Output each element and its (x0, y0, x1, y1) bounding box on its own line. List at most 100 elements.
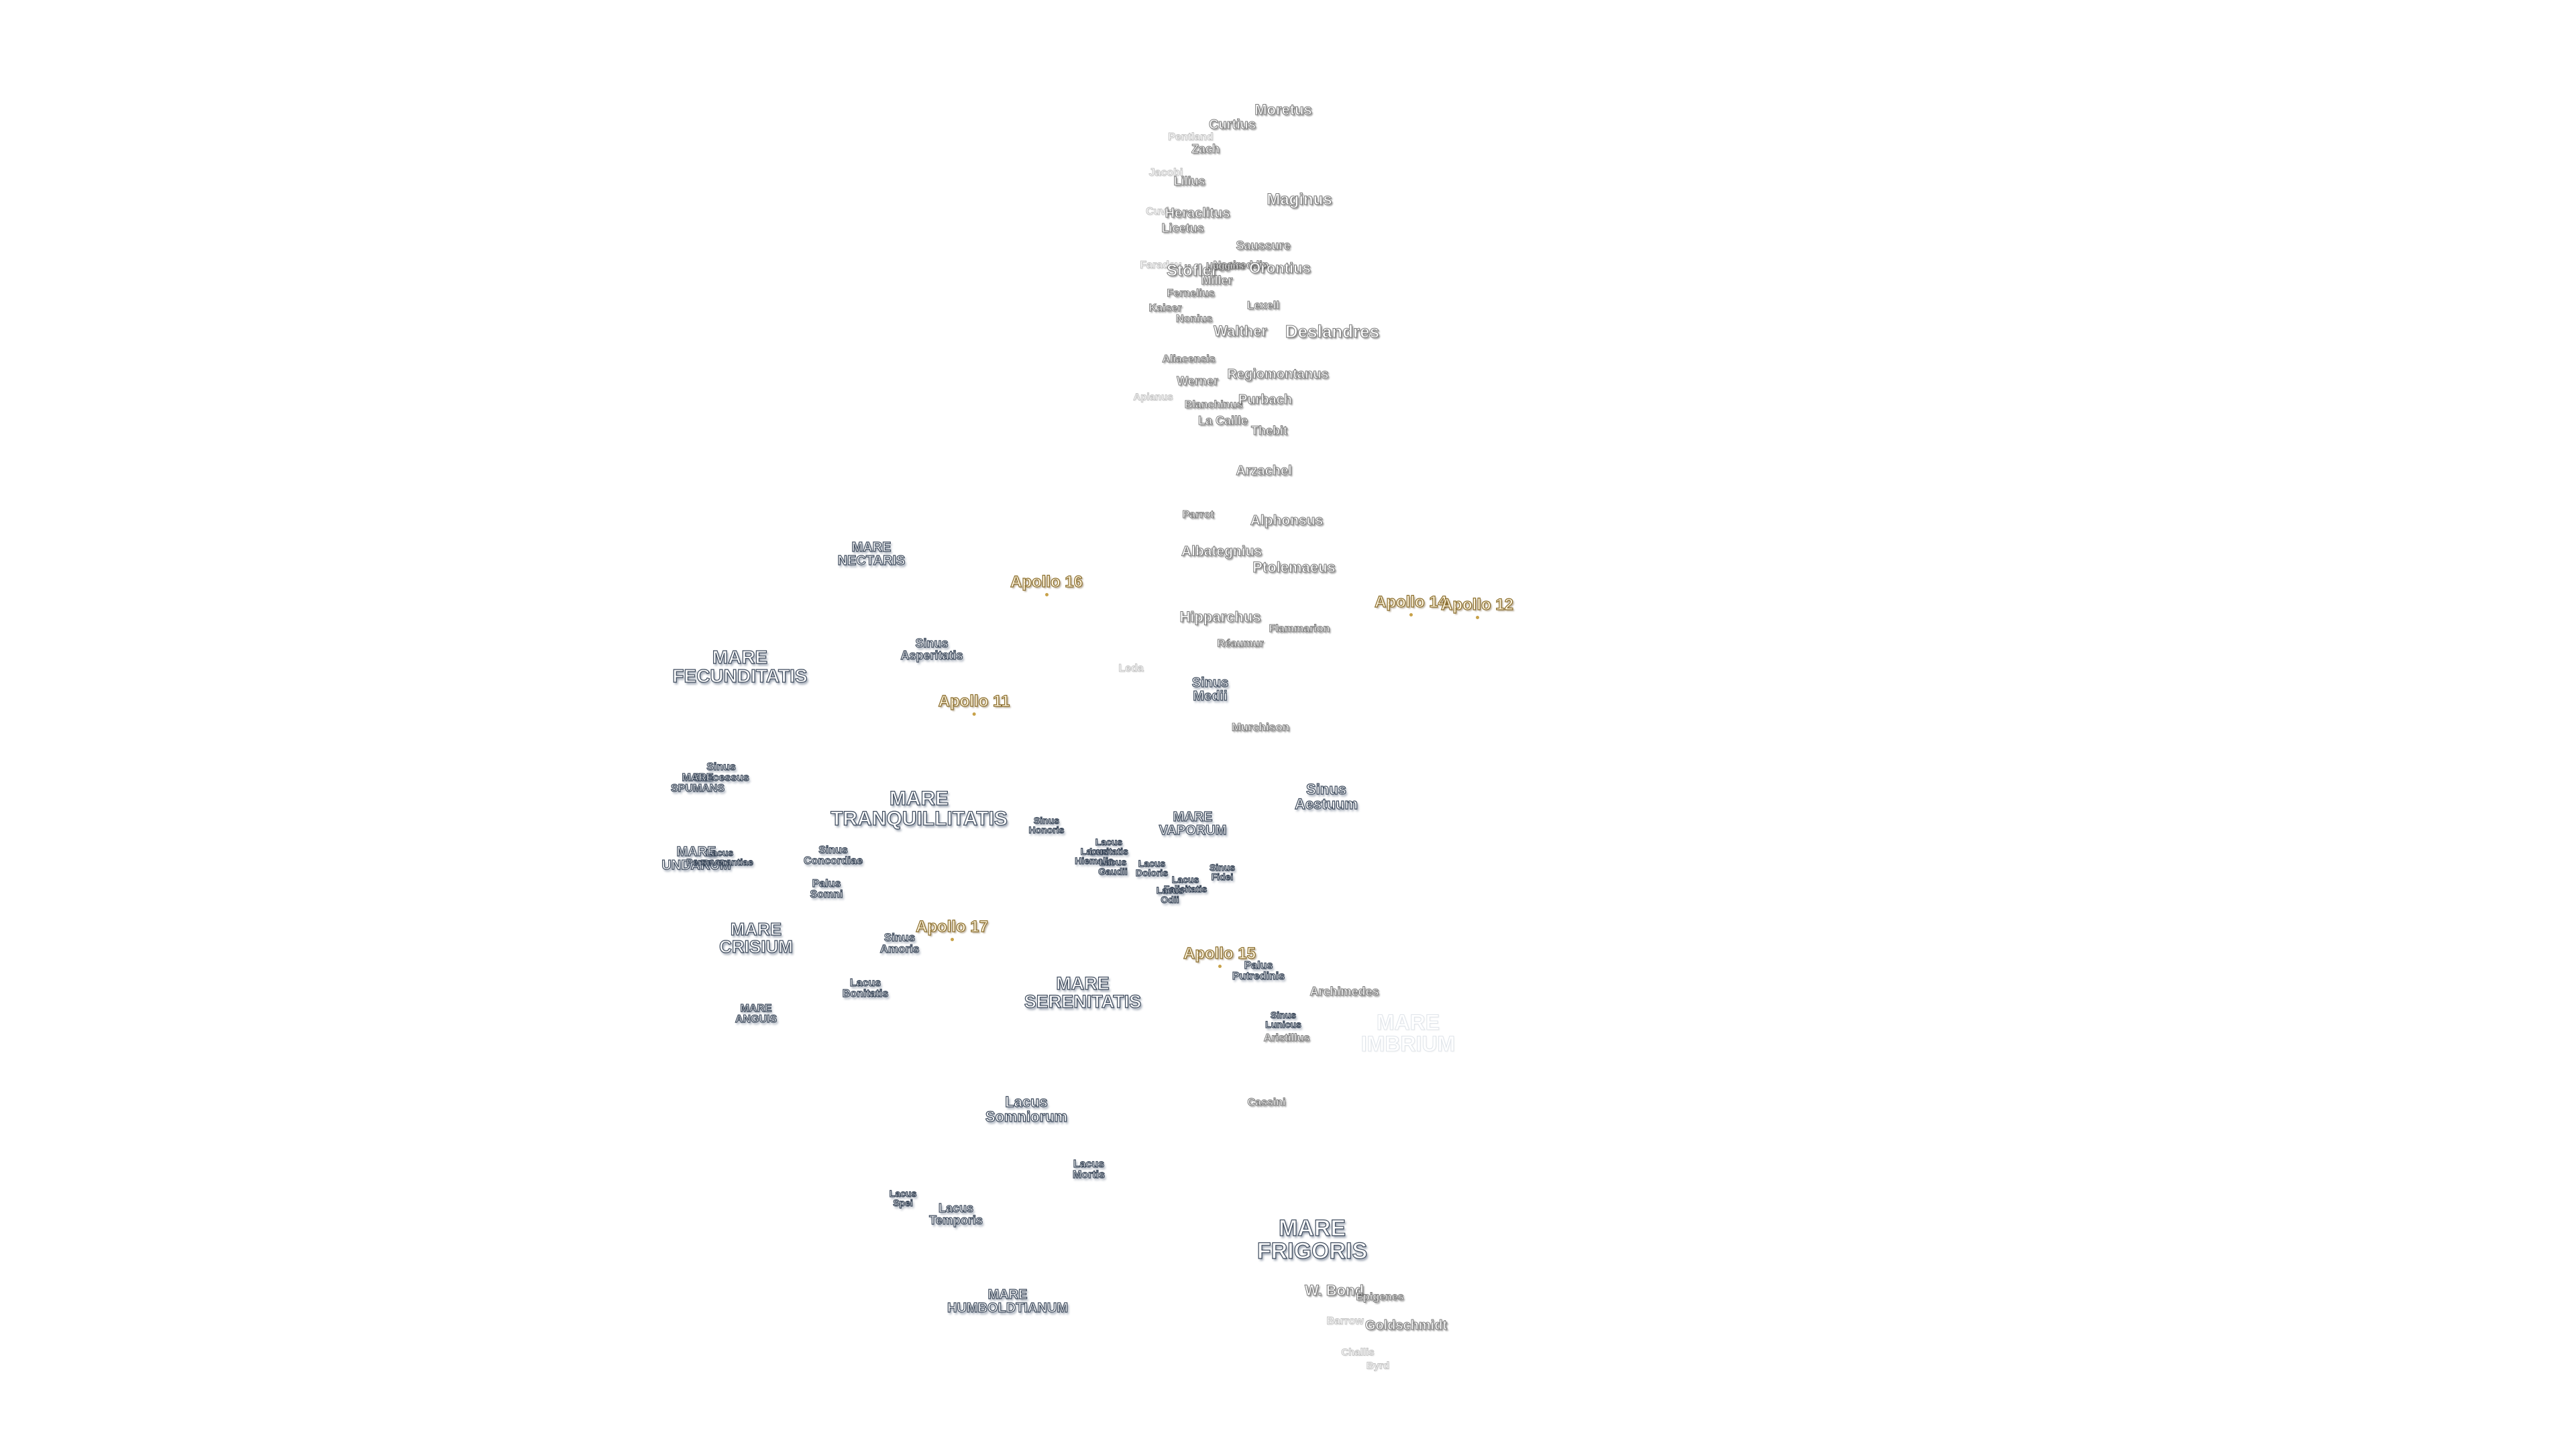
label-line: SPUMANS (670, 783, 725, 794)
crater-label-fernelius: Fernelius (1167, 288, 1215, 299)
crater-label-jacobi: Jacobi (1148, 167, 1183, 178)
crater-label-orontius: Orontius (1249, 260, 1311, 276)
label-line: SERENITATIS (1024, 991, 1142, 1012)
label-line: Hipparchus (1179, 608, 1261, 625)
apollo-site-apollo-14: Apollo 14 (1374, 593, 1448, 616)
crater-label-blanchinus: Blanchinus (1184, 399, 1242, 411)
label-line: Sinus (1270, 1010, 1297, 1020)
label-line: Archimedes (1309, 985, 1379, 998)
label-line: TRANQUILLITATIS (830, 808, 1008, 830)
label-line: Temporis (929, 1214, 983, 1227)
label-line: Apollo 15 (1183, 945, 1256, 963)
crater-label-goldschmidt: Goldschmidt (1364, 1318, 1448, 1333)
label-line: Faraday (1140, 260, 1181, 271)
label-line: Goldschmidt (1364, 1318, 1448, 1333)
label-line: VAPORUM (1159, 823, 1227, 838)
crater-label-nonius: Nonius (1175, 313, 1212, 325)
crater-label-purbach: Purbach (1238, 393, 1292, 407)
label-line: Curtius (1209, 117, 1256, 132)
crater-label-thebit: Thebit (1251, 425, 1288, 437)
label-line: Murchison (1232, 720, 1290, 734)
label-line: ANGUIS (735, 1014, 777, 1025)
crater-label-aliacensis: Aliacensis (1162, 354, 1216, 365)
apollo-site-apollo-15: Apollo 15 (1183, 945, 1256, 968)
label-line: Purbach (1238, 392, 1293, 407)
label-line: Lexell (1246, 299, 1280, 312)
crater-label-stofler: Stöfler (1166, 262, 1218, 280)
label-line: Sinus (1209, 862, 1236, 873)
label-line: Kaiser (1148, 303, 1182, 314)
label-line: Successus (693, 772, 750, 784)
label-line: Saussure (1236, 239, 1291, 252)
label-line: Apollo 14 (1374, 593, 1448, 611)
label-line: Moretus (1254, 101, 1313, 118)
crater-label-barrow: Barrow (1326, 1316, 1364, 1327)
label-line: Somni (810, 889, 843, 900)
crater-label-byrd: Byrd (1366, 1360, 1389, 1371)
crater-label-kaiser: Kaiser (1148, 303, 1182, 314)
label-line: Lacus (1099, 857, 1127, 867)
label-line: La Caille (1197, 414, 1248, 427)
label-line: Epigenes (1356, 1291, 1404, 1303)
label-line: MARE (1278, 1216, 1346, 1241)
crater-label-cuvier: Cuvier (1146, 206, 1180, 217)
crater-label-zach: Zach (1191, 142, 1220, 156)
label-line: MARE (889, 788, 949, 810)
label-line: Putredinis (1232, 971, 1285, 982)
label-line: Sinus (915, 637, 949, 650)
crater-label-epigenes: Epigenes (1356, 1291, 1404, 1303)
label-line: Flammarion (1269, 623, 1330, 635)
label-line: Regiomontanus (1227, 367, 1329, 382)
crater-label-licetus: Licetus (1161, 222, 1204, 235)
label-line: Sinus (818, 845, 849, 856)
label-line: FECUNDITATIS (672, 665, 808, 686)
label-line: Apollo 11 (938, 692, 1010, 710)
label-line: Lacus (1095, 837, 1123, 847)
apollo-site-apollo-16: Apollo 16 (1010, 574, 1083, 596)
label-line: Stöfler (1166, 262, 1218, 280)
label-line: NECTARIS (837, 553, 906, 568)
label-line: Hiemalis (1075, 855, 1114, 866)
label-line: Jacobi (1148, 167, 1183, 178)
label-line: MARE (740, 1003, 772, 1014)
label-line: Perseverantiae (686, 857, 754, 867)
label-line: MARE (1376, 1010, 1440, 1034)
label-line: Huggins (1206, 260, 1244, 271)
crater-label-w-bond: W. Bond (1305, 1283, 1364, 1298)
label-line: Fernelius (1167, 288, 1215, 299)
crater-label-faraday: Faraday (1140, 260, 1181, 271)
label-line: CRISIUM (719, 936, 794, 957)
crater-label-regiomontanus: Regiomontanus (1227, 367, 1329, 382)
crater-label-arzachel: Arzachel (1236, 464, 1292, 478)
label-line: Zach (1191, 142, 1220, 156)
crater-label-aristillus: Aristillus (1263, 1032, 1309, 1044)
label-line: Sinus (883, 931, 916, 944)
label-line: MARE (1173, 810, 1213, 824)
label-line: Honoris (1028, 824, 1065, 835)
label-line: Palus (1244, 960, 1273, 971)
label-line: MARE (682, 772, 714, 784)
crater-label-parrot: Parrot (1182, 509, 1214, 521)
crater-label-ptolemaeus: Ptolemaeus (1252, 559, 1336, 575)
crater-label-cassini: Cassini (1247, 1097, 1286, 1108)
label-line: Lacus (889, 1188, 917, 1199)
crater-label-miller: Miller (1201, 274, 1233, 287)
label-line: Medii (1193, 689, 1228, 704)
label-line: Lacus (1171, 874, 1199, 885)
label-line: MARE (730, 919, 782, 939)
